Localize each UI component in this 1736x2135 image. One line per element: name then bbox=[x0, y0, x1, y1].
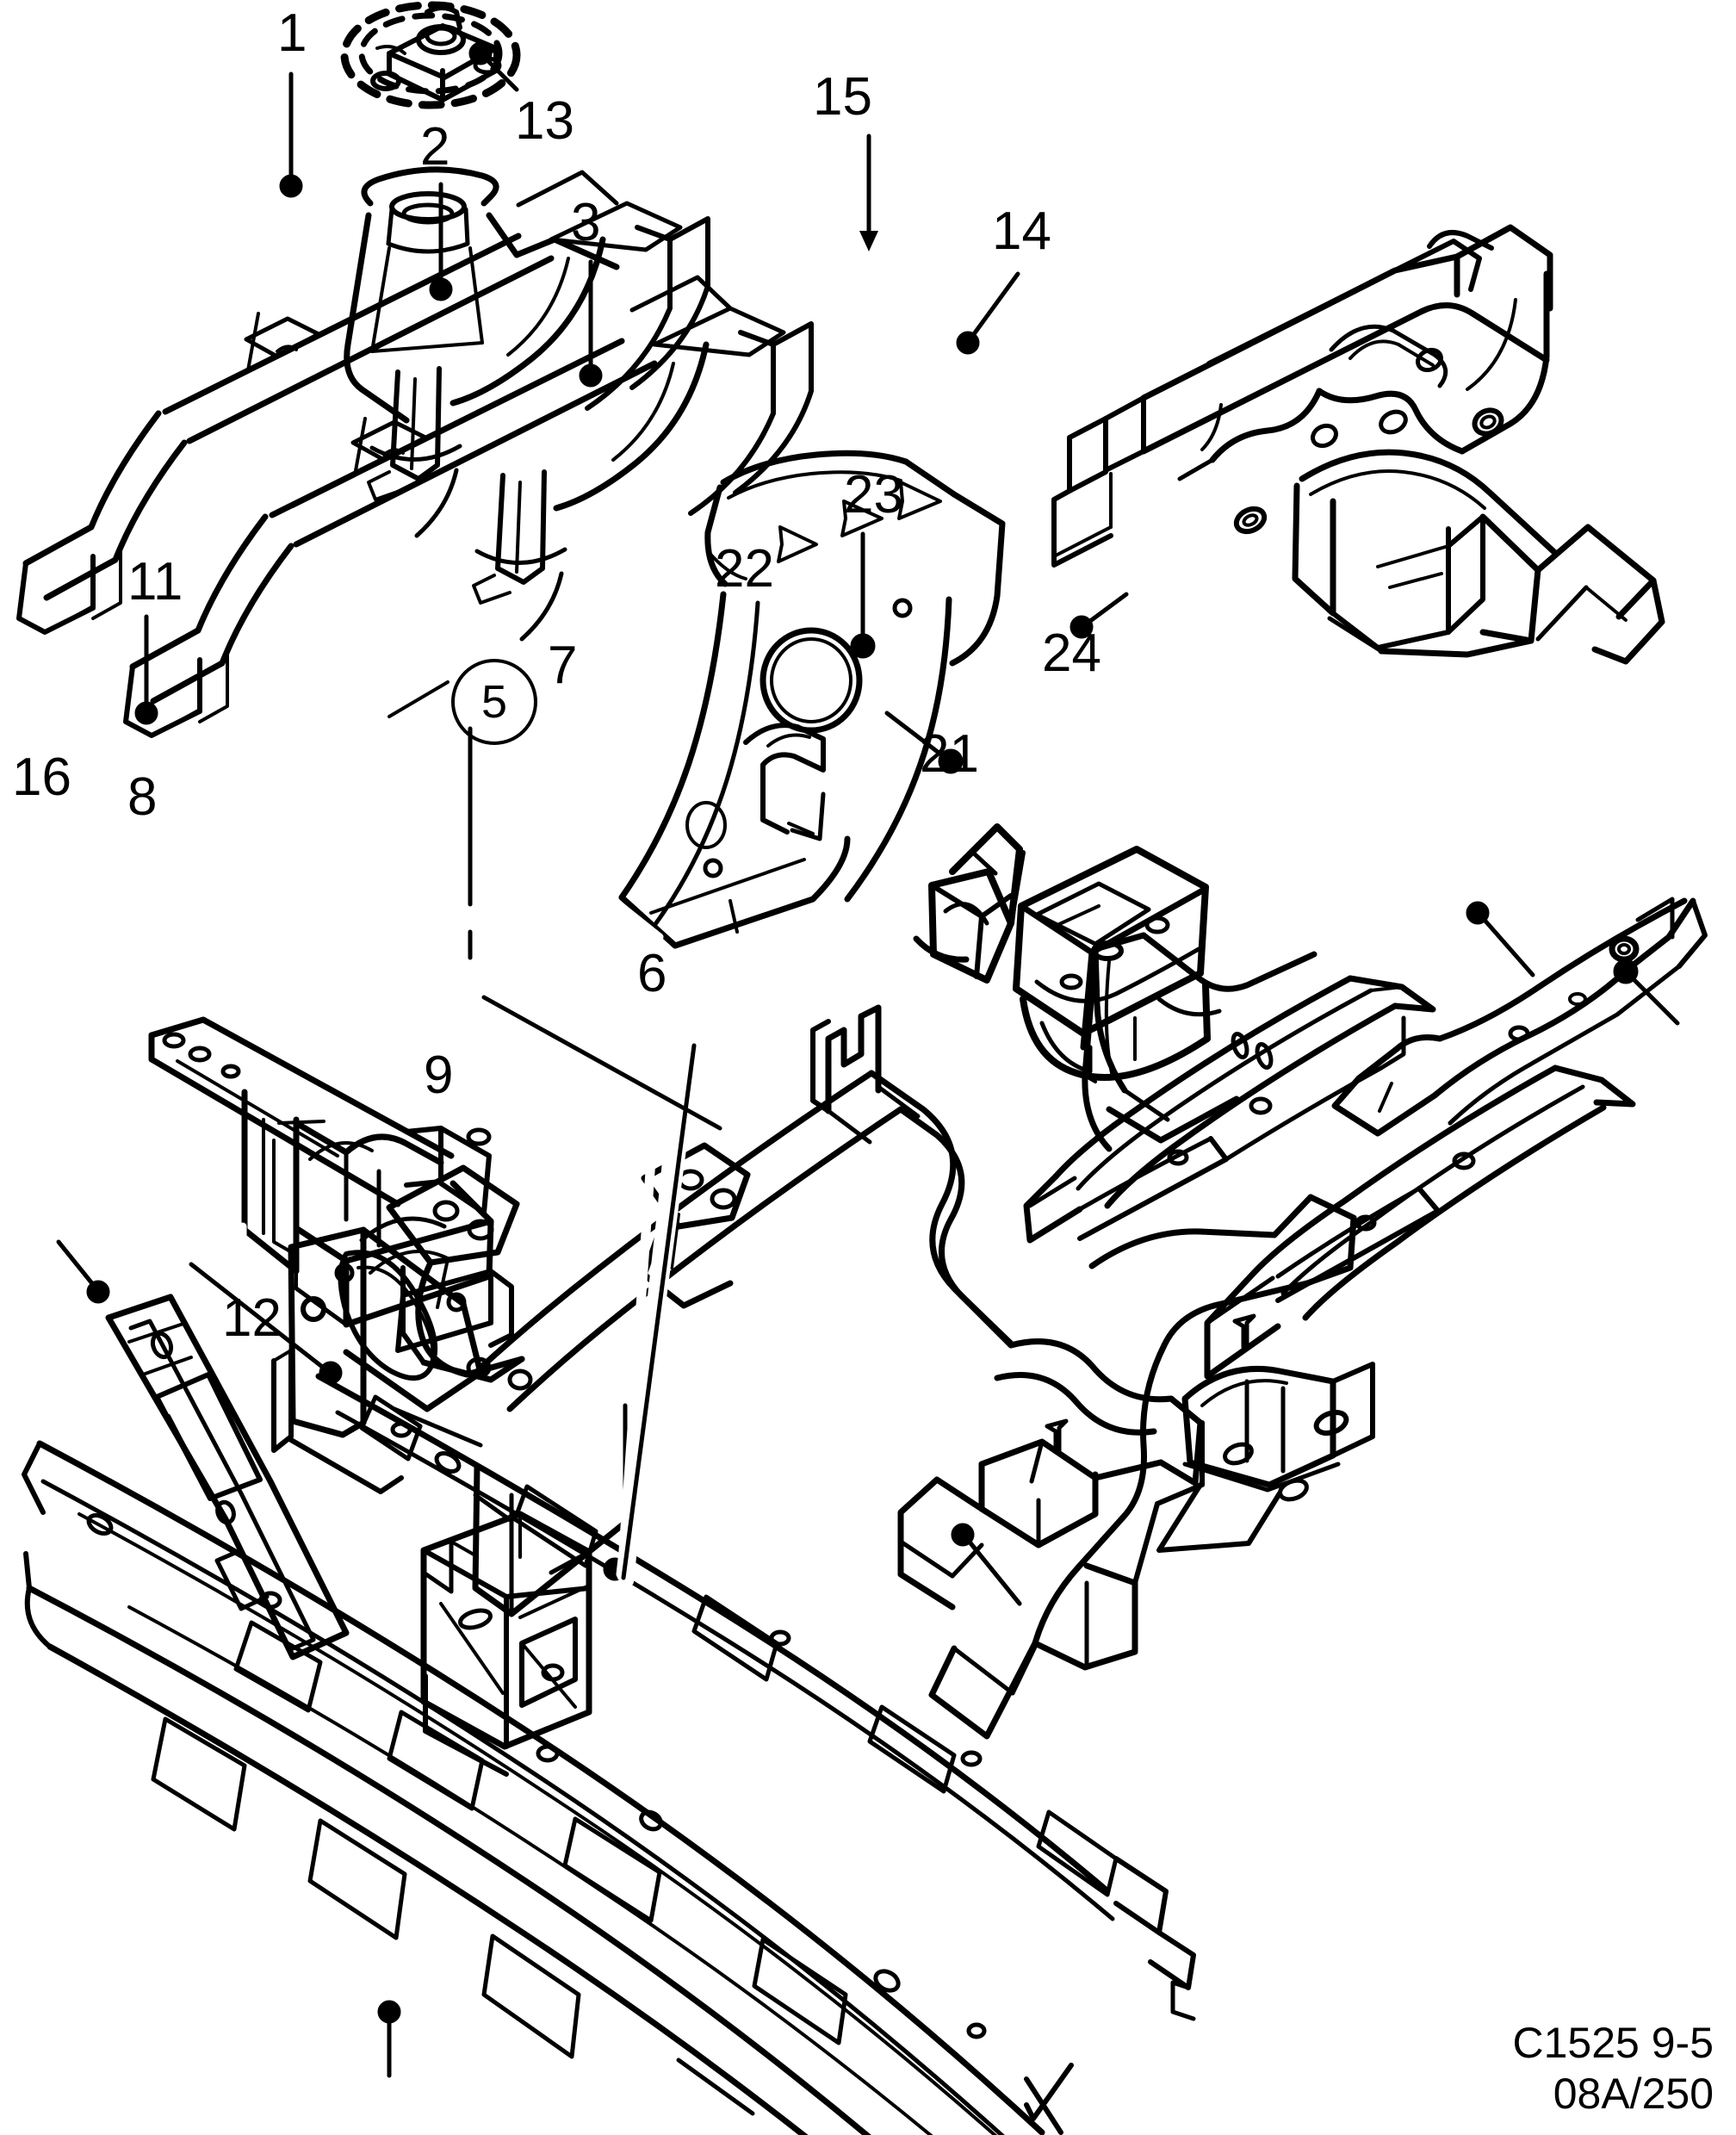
callout-23: 23 bbox=[844, 465, 903, 524]
callout-22: 22 bbox=[715, 539, 774, 599]
part-2-inner-wheelhouse-panel bbox=[123, 275, 814, 738]
callout-11: 11 bbox=[127, 552, 183, 611]
part-12-front-bumper-impact-beam bbox=[22, 1373, 1196, 2135]
callout-12: 12 bbox=[222, 1288, 282, 1348]
callout-9: 9 bbox=[424, 1046, 454, 1105]
part-24-rocker-outer-panel bbox=[1331, 897, 1708, 1137]
footer-section-code: 08A/250 bbox=[1553, 2070, 1714, 2118]
callout-6: 6 bbox=[637, 944, 667, 1003]
callout-8: 8 bbox=[127, 767, 158, 827]
callout-21: 21 bbox=[920, 724, 979, 784]
callout-2: 2 bbox=[420, 117, 450, 177]
part-11-upper-tie-bar-bracket bbox=[148, 1016, 514, 1353]
part-15-front-side-rail bbox=[1051, 224, 1553, 568]
dashed-hidden-leader bbox=[468, 726, 722, 1131]
part-3-front-pillar-inner-panel bbox=[618, 450, 1006, 949]
callout-5-circled: 5 bbox=[451, 659, 537, 745]
part-1-strut-tower-assembly bbox=[16, 166, 710, 635]
sheet-footer: C1525 9-5 08A/250 bbox=[1513, 2018, 1714, 2119]
part-23-rocker-sill-reinforcement bbox=[1023, 975, 1436, 1244]
callout-3: 3 bbox=[571, 193, 601, 252]
footer-drawing-number: C1525 9-5 bbox=[1512, 2019, 1714, 2067]
part-16-bumper-bracket-stay bbox=[105, 1294, 350, 1660]
part-14-wheelhouse-liner-panel bbox=[1292, 449, 1665, 665]
callout-16: 16 bbox=[12, 748, 71, 807]
callout-14: 14 bbox=[992, 202, 1051, 261]
callout-1: 1 bbox=[277, 3, 307, 63]
callout-7: 7 bbox=[548, 636, 578, 695]
part-21-rocker-panel-assembly bbox=[1082, 932, 1636, 1380]
part-6-front-lower-rail-extension bbox=[928, 1194, 1375, 1740]
callout-15: 15 bbox=[813, 67, 872, 127]
callout-13: 13 bbox=[515, 91, 574, 151]
callout-24: 24 bbox=[1042, 624, 1101, 683]
